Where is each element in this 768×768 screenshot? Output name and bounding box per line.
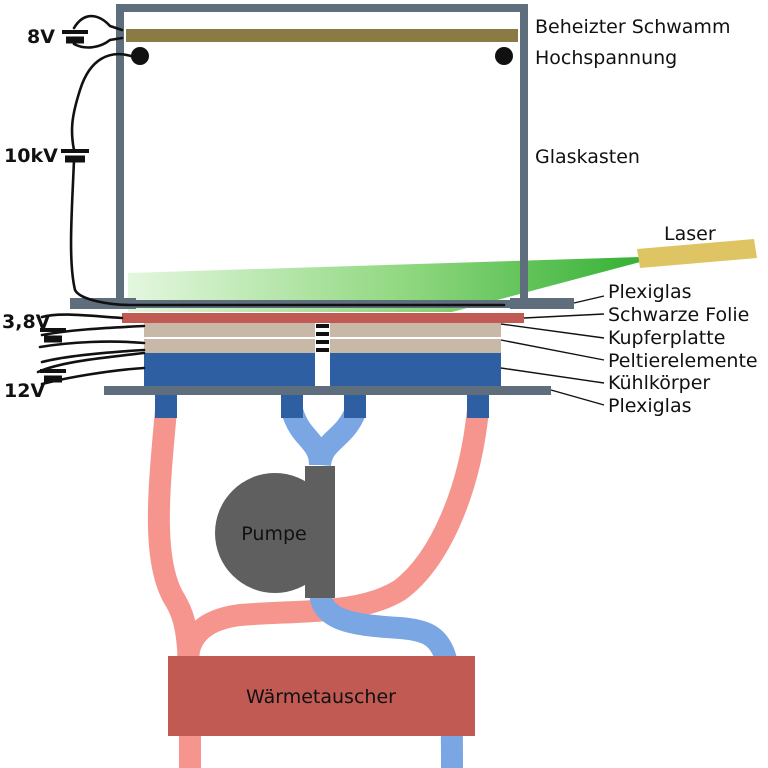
label-glass-box: Glaskasten [535,146,640,168]
label-plexiglas-top: Plexiglas [608,281,692,303]
battery-12v [40,369,66,383]
laser-beam [128,257,640,312]
heated-sponge [126,29,518,42]
heat-sink-right [330,353,501,386]
label-peltier: Peltierelemente [608,350,758,372]
glass-box-frame [116,4,528,308]
copper-plate-right [330,323,501,337]
label-heated-sponge: Beheizter Schwamm [535,16,730,38]
battery-10kv [61,149,89,163]
label-plexiglas-bottom: Plexiglas [608,395,692,417]
wiring [36,14,506,386]
label-heat-sink: Kühlkörper [608,372,710,394]
heat-sink-left [144,353,315,386]
laser [637,239,757,268]
voltage-label-12v: 12V [4,380,45,402]
battery-8v [62,30,88,44]
heat-exchanger: Wärmetauscher [168,656,475,736]
copper-plate-left [144,323,315,337]
wire-bundle [316,324,329,352]
label-laser: Laser [664,223,716,245]
label-high-voltage: Hochspannung [535,47,677,69]
voltage-label-3-8v: 3,8V [2,311,51,333]
warm-hose-right [177,408,489,661]
black-foil [122,313,524,323]
heat-exchanger-label: Wärmetauscher [246,686,396,708]
label-copper-plate: Kupferplatte [608,327,725,349]
peltier-stack [144,323,501,353]
high-voltage-electrode-left [131,47,149,65]
peltier-element-right [330,339,501,353]
battery-3-8v [40,328,66,343]
peltier-element-left [144,339,315,353]
voltage-label-10kv: 10kV [4,145,58,167]
plexiglas-top-right [510,298,574,309]
pump-label: Pumpe [241,523,306,545]
heat-exchanger-box [168,656,475,736]
leader-lines [500,295,605,406]
laser-device [637,239,757,268]
label-black-foil: Schwarze Folie [608,304,749,326]
voltage-label-8v: 8V [27,26,55,48]
pump-body [215,473,335,593]
pump: Pumpe [215,466,335,598]
high-voltage-electrode-right [495,47,513,65]
plexiglas-bottom [104,386,551,395]
heat-sinks [144,353,501,418]
cold-hose-branch-right [309,405,367,467]
glass-box [116,4,528,308]
